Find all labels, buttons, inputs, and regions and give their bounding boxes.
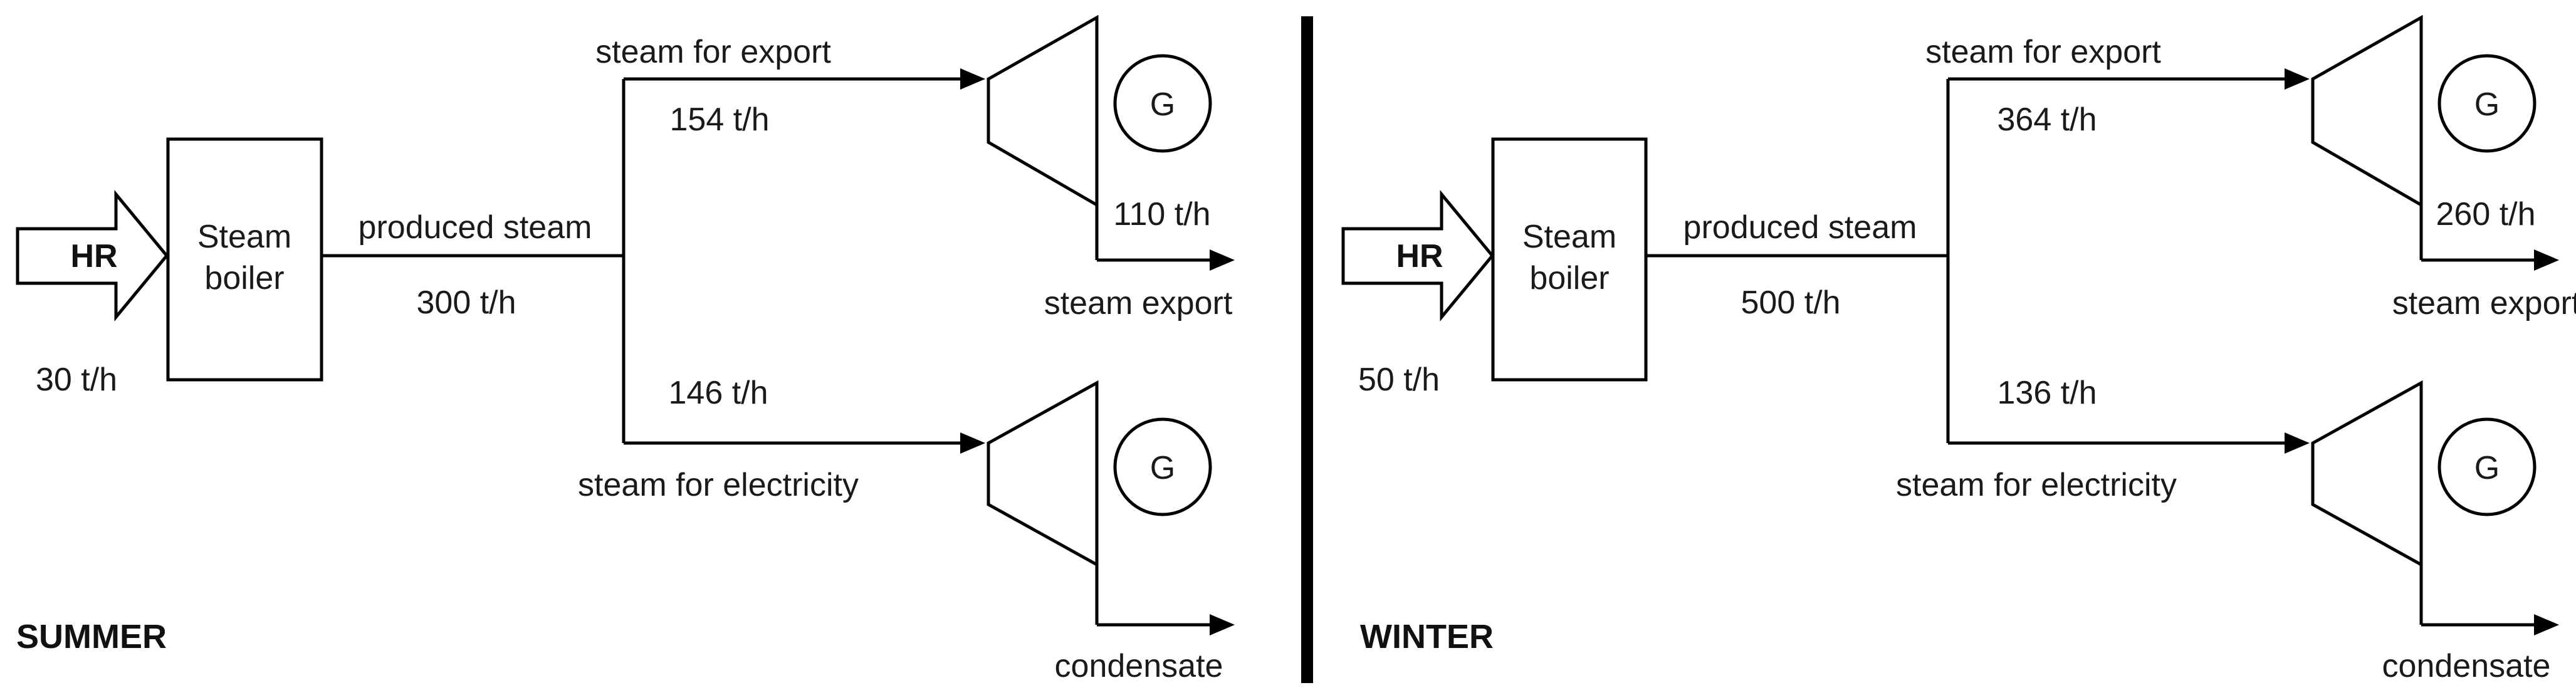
- steam-boiler-label-line1: Steam: [1522, 219, 1616, 255]
- heat-recovery-arrow: [1341, 190, 1495, 321]
- electricity-branch-label: steam for electricity: [1896, 467, 2177, 503]
- export-turbine: [987, 14, 1099, 208]
- condensate-label: condensate: [2382, 648, 2551, 684]
- electricity-turbine: [2311, 380, 2423, 568]
- season-label-summer: SUMMER: [16, 618, 167, 656]
- electricity-branch-flow: 146 t/h: [668, 375, 768, 411]
- electricity-branch-arrowhead: [2285, 432, 2310, 454]
- steam-boiler-label-line2: boiler: [1529, 260, 1609, 296]
- export-generator-label: G: [1150, 86, 1175, 123]
- produced-steam-flow: 500 t/h: [1741, 285, 1840, 321]
- steam-export-label: steam export: [2392, 285, 2576, 321]
- condensate-label: condensate: [1055, 648, 1223, 684]
- heat-recovery-label: HR: [70, 238, 117, 274]
- heat-recovery-arrow: [16, 190, 169, 321]
- winter-panel: HR 50 t/h Steam boiler produced steam 50…: [1341, 14, 2576, 684]
- steam-export-label: steam export: [1044, 285, 1233, 321]
- electricity-branch-label: steam for electricity: [578, 467, 859, 503]
- electricity-turbine: [987, 380, 1099, 568]
- steam-boiler-box: [1491, 137, 1648, 382]
- electricity-generator-label: G: [1150, 450, 1175, 486]
- steam-boiler-box: [166, 137, 323, 382]
- heat-recovery-flow: 50 t/h: [1358, 362, 1440, 398]
- steam-export-flow: 260 t/h: [2436, 196, 2535, 232]
- export-generator: [1113, 54, 1212, 153]
- steam-export-arrowhead: [1210, 249, 1235, 271]
- heat-recovery-label: HR: [1396, 238, 1443, 274]
- steam-boiler-label-line2: boiler: [204, 260, 284, 296]
- season-divider: [1301, 16, 1313, 683]
- produced-steam-flow: 300 t/h: [416, 285, 516, 321]
- electricity-generator: [2437, 417, 2537, 516]
- export-branch-flow: 364 t/h: [1997, 102, 2097, 138]
- produced-steam-label: produced steam: [359, 209, 592, 246]
- electricity-generator: [1113, 417, 1212, 516]
- export-turbine: [2311, 14, 2423, 208]
- summer-panel: HR 30 t/h Steam boiler produced steam 30…: [16, 14, 1235, 684]
- produced-steam-label: produced steam: [1683, 209, 1917, 246]
- electricity-generator-label: G: [2474, 450, 2500, 486]
- export-generator: [2437, 54, 2537, 153]
- export-branch-arrowhead: [960, 68, 985, 90]
- steam-export-flow: 110 t/h: [1113, 196, 1210, 232]
- electricity-branch-arrowhead: [960, 432, 985, 454]
- export-branch-arrowhead: [2285, 68, 2310, 90]
- export-branch-flow: 154 t/h: [669, 102, 769, 138]
- export-branch-label: steam for export: [595, 34, 831, 70]
- condensate-arrowhead: [2534, 614, 2559, 635]
- export-generator-label: G: [2474, 86, 2500, 123]
- export-branch-label: steam for export: [1925, 34, 2161, 70]
- condensate-arrowhead: [1210, 614, 1235, 635]
- electricity-branch-flow: 136 t/h: [1997, 375, 2097, 411]
- heat-recovery-flow: 30 t/h: [36, 362, 117, 398]
- steam-boiler-label-line1: Steam: [197, 219, 291, 255]
- steam-export-arrowhead: [2534, 249, 2559, 271]
- season-label-winter: WINTER: [1360, 618, 1494, 656]
